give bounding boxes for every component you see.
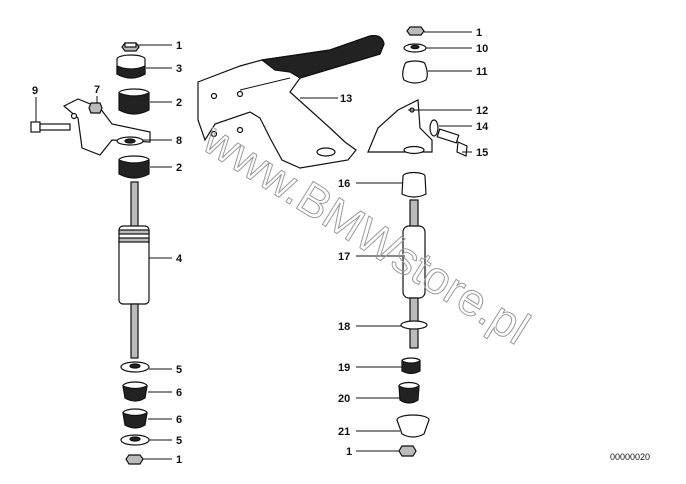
shock-absorber-part[interactable] xyxy=(118,181,150,359)
washer-part[interactable] xyxy=(429,119,439,137)
nut-part[interactable] xyxy=(398,445,417,457)
callout-6: 6 xyxy=(176,414,182,426)
callout-16: 16 xyxy=(338,178,350,190)
washer-part[interactable] xyxy=(120,434,150,446)
rubber-bushing-part[interactable] xyxy=(122,408,148,429)
nut-part[interactable] xyxy=(406,26,425,36)
callout-9: 9 xyxy=(32,85,38,97)
callout-5: 5 xyxy=(176,364,182,376)
rubber-bushing-part[interactable] xyxy=(118,88,150,115)
nut-part[interactable] xyxy=(121,42,140,52)
callout-1: 1 xyxy=(346,446,352,458)
callout-12: 12 xyxy=(476,105,488,117)
washer-part[interactable] xyxy=(403,43,427,53)
washer-part[interactable] xyxy=(120,361,150,373)
callout-8: 8 xyxy=(176,135,182,147)
right-assembly: 1 10 11 12 14 15 16 17 18 19 20 21 1 xyxy=(338,26,489,458)
callout-10: 10 xyxy=(476,43,488,55)
callout-15: 15 xyxy=(476,147,488,159)
rubber-bushing-part[interactable] xyxy=(118,155,150,179)
callout-18: 18 xyxy=(338,321,350,333)
nut-part[interactable] xyxy=(125,454,144,465)
callout-1: 1 xyxy=(176,454,182,466)
nut-part[interactable] xyxy=(88,102,103,114)
left-assembly: 1 3 2 7 9 8 2 4 5 6 6 5 1 xyxy=(30,40,183,466)
callout-4: 4 xyxy=(176,253,183,265)
rubber-mount-part[interactable] xyxy=(402,60,428,84)
callout-5: 5 xyxy=(176,435,182,447)
callout-13: 13 xyxy=(340,93,352,105)
callout-1: 1 xyxy=(476,27,482,39)
rubber-bushing-part[interactable] xyxy=(122,381,148,402)
callout-1: 1 xyxy=(176,40,182,52)
callout-11: 11 xyxy=(476,66,488,78)
rubber-bushing-part[interactable] xyxy=(401,357,421,375)
bolt-part[interactable] xyxy=(30,121,71,133)
callout-21: 21 xyxy=(338,426,350,438)
rubber-mount-part[interactable] xyxy=(116,54,146,79)
callout-20: 20 xyxy=(338,393,350,405)
washer-part[interactable] xyxy=(400,320,428,330)
rubber-bushing-part[interactable] xyxy=(401,171,427,198)
rubber-bushing-part[interactable] xyxy=(398,381,420,404)
callout-3: 3 xyxy=(176,63,182,75)
callout-6: 6 xyxy=(176,387,182,399)
callout-14: 14 xyxy=(476,121,489,133)
callout-2: 2 xyxy=(176,97,182,109)
callout-2: 2 xyxy=(176,162,182,174)
handbrake-lever-part[interactable] xyxy=(197,35,385,169)
cup-washer-part[interactable] xyxy=(396,414,430,438)
mounting-bracket-part[interactable] xyxy=(367,99,433,155)
callout-7: 7 xyxy=(94,84,100,96)
callout-17: 17 xyxy=(338,251,350,263)
diagram-id-label: 00000020 xyxy=(610,452,650,462)
callout-19: 19 xyxy=(338,362,350,374)
